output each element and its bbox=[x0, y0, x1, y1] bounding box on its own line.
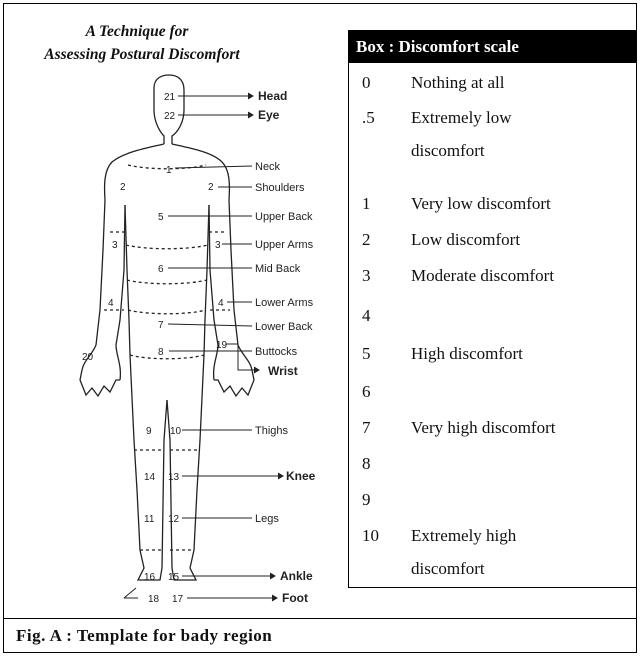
label-knee: Knee bbox=[286, 469, 316, 483]
scale-label: Extremely low discomfort bbox=[411, 101, 571, 167]
region-number: 10 bbox=[170, 426, 182, 437]
region-number: 20 bbox=[82, 352, 94, 363]
scale-value: 6 bbox=[362, 382, 371, 402]
scale-value: 3 bbox=[362, 266, 371, 286]
region-number: 9 bbox=[146, 426, 152, 437]
scale-label: Very high discomfort bbox=[411, 411, 631, 444]
scale-label: Moderate discomfort bbox=[411, 259, 631, 292]
region-number: 17 bbox=[172, 594, 184, 605]
scale-value: .5 bbox=[362, 108, 375, 128]
scale-value: 2 bbox=[362, 230, 371, 250]
region-number: 3 bbox=[112, 240, 118, 251]
region-number: 1 bbox=[166, 165, 172, 176]
scale-header: Box : Discomfort scale bbox=[348, 30, 637, 63]
label-wrist: Wrist bbox=[268, 364, 298, 378]
label-upper-back: Upper Back bbox=[255, 211, 313, 223]
label-ankle: Ankle bbox=[280, 569, 313, 583]
label-head: Head bbox=[258, 89, 287, 103]
label-neck: Neck bbox=[255, 161, 281, 173]
label-legs: Legs bbox=[255, 513, 279, 525]
scale-label: Very low discomfort bbox=[411, 187, 631, 220]
scale-value: 9 bbox=[362, 490, 371, 510]
region-number: 4 bbox=[108, 298, 114, 309]
region-number: 14 bbox=[144, 472, 156, 483]
label-upper-arms: Upper Arms bbox=[255, 239, 314, 251]
region-number: 8 bbox=[158, 347, 164, 358]
scale-value: 1 bbox=[362, 194, 371, 214]
body-region-figure: A Technique for Assessing Postural Disco… bbox=[12, 20, 342, 612]
region-number: 3 bbox=[215, 240, 221, 251]
region-number: 22 bbox=[164, 111, 176, 122]
region-number: 18 bbox=[148, 594, 160, 605]
region-numbers: 21 22 1 2 2 5 3 3 6 4 4 7 8 19 20 9 10 1… bbox=[82, 92, 228, 605]
body-outline-diagram: 21 22 1 2 2 5 3 3 6 4 4 7 8 19 20 9 10 1… bbox=[12, 20, 342, 612]
scale-label: Low discomfort bbox=[411, 223, 631, 256]
scale-label: Extremely high discomfort bbox=[411, 519, 571, 585]
region-number: 13 bbox=[168, 472, 180, 483]
region-number: 19 bbox=[216, 340, 228, 351]
region-number: 5 bbox=[158, 212, 164, 223]
scale-value: 0 bbox=[362, 73, 371, 93]
figure-caption: Fig. A : Template for bady region bbox=[16, 626, 272, 646]
scale-label: High discomfort bbox=[411, 337, 631, 370]
scale-value: 4 bbox=[362, 306, 371, 326]
region-number: 15 bbox=[168, 572, 180, 583]
region-number: 11 bbox=[144, 514, 155, 525]
label-foot: Foot bbox=[282, 591, 308, 605]
scale-label: Nothing at all bbox=[411, 66, 631, 99]
body-outline bbox=[80, 75, 254, 580]
scale-value: 7 bbox=[362, 418, 371, 438]
label-eye: Eye bbox=[258, 108, 280, 122]
label-shoulders: Shoulders bbox=[255, 182, 305, 194]
region-number: 6 bbox=[158, 264, 164, 275]
region-number: 12 bbox=[168, 514, 180, 525]
region-labels: Head Eye Neck Shoulders Upper Back Upper… bbox=[255, 89, 316, 605]
region-number: 7 bbox=[158, 320, 164, 331]
label-mid-back: Mid Back bbox=[255, 263, 301, 275]
discomfort-scale-box: Box : Discomfort scale 0 Nothing at all … bbox=[348, 30, 637, 588]
caption-divider bbox=[3, 618, 637, 619]
scale-value: 10 bbox=[362, 526, 379, 546]
region-number: 2 bbox=[120, 182, 126, 193]
label-lower-arms: Lower Arms bbox=[255, 297, 314, 309]
label-thighs: Thighs bbox=[255, 425, 289, 437]
region-number: 2 bbox=[208, 182, 214, 193]
region-number: 4 bbox=[218, 298, 224, 309]
region-number: 21 bbox=[164, 92, 176, 103]
scale-value: 5 bbox=[362, 344, 371, 364]
label-buttocks: Buttocks bbox=[255, 346, 298, 358]
label-lower-back: Lower Back bbox=[255, 321, 313, 333]
region-number: 16 bbox=[144, 572, 156, 583]
scale-value: 8 bbox=[362, 454, 371, 474]
